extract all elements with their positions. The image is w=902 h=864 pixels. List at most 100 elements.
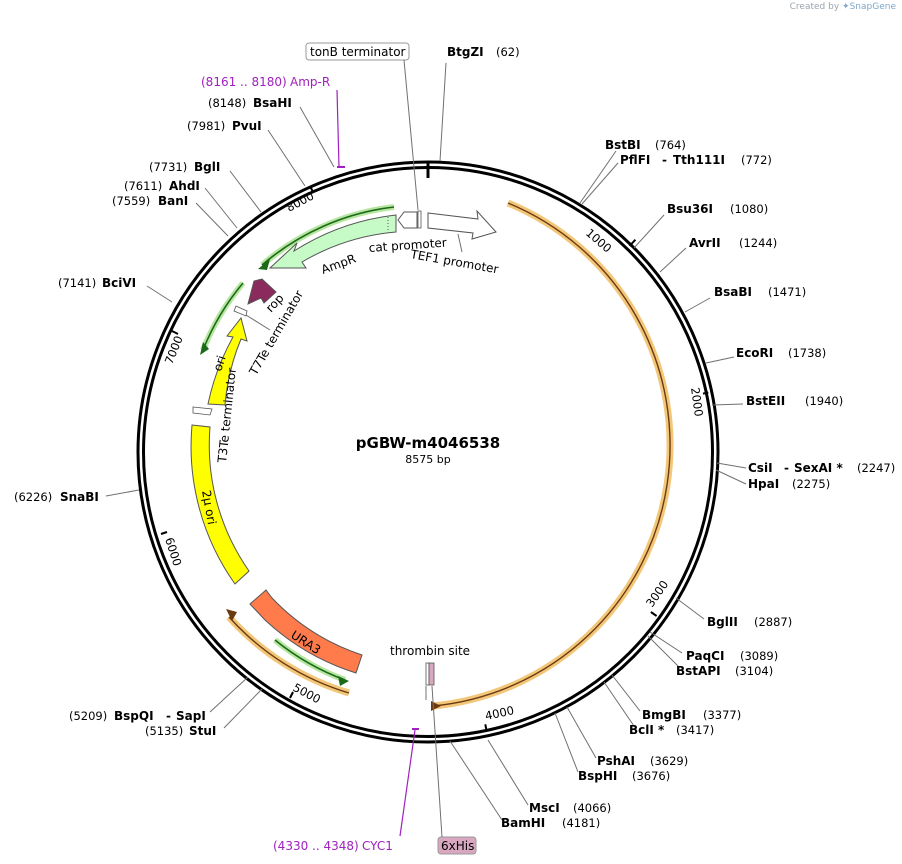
primer-cyc1-range: (4330 .. 4348) [273, 839, 359, 853]
site-pflfi-pos: (772) [741, 153, 772, 167]
orf-ura3-inner-arrow [273, 637, 349, 686]
site-pshai-name[interactable]: PshAI [597, 754, 635, 768]
feature-6xhis[interactable] [428, 662, 435, 686]
site-bgli-name[interactable]: BglI [194, 160, 220, 174]
site-stui-name[interactable]: StuI [189, 724, 216, 738]
site-bsu36i-pos: (1080) [730, 202, 768, 216]
site-sapi-name[interactable]: SapI [176, 709, 206, 723]
feature-ura3[interactable] [249, 589, 363, 674]
feature-thrombin-site[interactable] [425, 662, 430, 686]
feature-t3te-terminator[interactable] [192, 406, 213, 416]
site-ahdi-name[interactable]: AhdI [169, 179, 200, 193]
tonb-terminator-box [305, 42, 410, 61]
site-csii-pos: (2247) [857, 461, 895, 475]
site-bsu36i-name[interactable]: Bsu36I [667, 202, 713, 216]
site-bstbi-name[interactable]: BstBI [605, 138, 641, 152]
site-snabi-name[interactable]: SnaBI [60, 490, 99, 504]
site-hpai-name[interactable]: HpaI [748, 477, 779, 491]
site-pshai-pos: (3629) [650, 754, 688, 768]
orf-ura3-arrowhead [226, 609, 237, 621]
feature-2u-ori[interactable] [190, 424, 250, 585]
site-bani-pos: (7559) [112, 194, 150, 208]
tick-mark-1000 [628, 239, 637, 247]
site-pvui-name[interactable]: PvuI [232, 119, 262, 133]
tonb-terminator-label[interactable]: tonB terminator [310, 45, 406, 59]
label-ori: ori [211, 354, 229, 373]
site-bsahi-name[interactable]: BsaHI [253, 96, 292, 110]
his-label[interactable]: 6xHis [441, 839, 474, 853]
feature-ampr[interactable] [268, 214, 397, 269]
site-bsabi-name[interactable]: BsaBI [714, 285, 752, 299]
site-bamhi-pos: (4181) [562, 816, 600, 830]
site-bglii-pos: (2887) [754, 615, 792, 629]
site-bspqi-pos: (5209) [69, 709, 107, 723]
site-msci-name[interactable]: MscI [529, 801, 560, 815]
feature-tonb-terminator[interactable] [417, 210, 422, 229]
primer-cyc1-leader [399, 729, 416, 837]
site-bstbi-pos: (764) [655, 138, 686, 152]
site-bsphi-name[interactable]: BspHI [578, 769, 617, 783]
tick-label-4000: 4000 [484, 703, 516, 723]
site-bsteii-name[interactable]: BstEII [746, 394, 785, 408]
credit-brand: SnapGene [849, 2, 896, 12]
orf-ura3 [226, 609, 351, 697]
feature-tef1-promoter[interactable] [427, 209, 497, 240]
site-snabi-pos: (6226) [14, 490, 52, 504]
label-2u-ori: 2μ ori [199, 489, 219, 526]
site-bsabi-pos: (1471) [768, 285, 806, 299]
feature-rop[interactable] [247, 278, 277, 305]
tick-mark-8000 [309, 185, 314, 193]
tick-mark-3000 [650, 611, 658, 617]
site-bglii-name[interactable]: BglII [707, 615, 738, 629]
site-paqci-name[interactable]: PaqCI [686, 649, 724, 663]
orf-ampr-arrow [258, 204, 395, 270]
tick-mark-5000 [289, 691, 294, 699]
site-bcivi-name[interactable]: BciVI [102, 276, 136, 290]
site-ahdi-pos: (7611) [124, 179, 162, 193]
feature-cat-promoter[interactable] [397, 211, 418, 229]
primer-cyc1-name[interactable]: CYC1 [362, 839, 393, 853]
site-bspqi-name[interactable]: BspQI [114, 709, 154, 723]
site-pflfi-dash: - [662, 153, 667, 167]
site-bcli-name[interactable]: BclI * [629, 723, 665, 737]
tick-mark-2000 [702, 391, 709, 395]
site-bmgbi-name[interactable]: BmgBI [642, 708, 686, 722]
site-sexai-name[interactable]: SexAI * [794, 461, 843, 475]
leader-t7te [245, 314, 271, 331]
his-box [437, 836, 477, 855]
site-pflfi-name[interactable]: PflFI [620, 153, 650, 167]
site-paqci-pos: (3089) [740, 649, 778, 663]
site-bstapi-name[interactable]: BstAPI [676, 664, 721, 678]
label-tef1-promoter: TEF1 promoter [408, 247, 499, 276]
site-bani-name[interactable]: BanI [158, 194, 188, 208]
site-csii-name[interactable]: CsiI [748, 461, 773, 475]
site-bamhi-name[interactable]: BamHI [501, 816, 545, 830]
site-avrii-name[interactable]: AvrII [689, 236, 721, 250]
site-bcli-pos: (3417) [676, 723, 714, 737]
credit-prefix: Created by [789, 2, 840, 12]
plasmid-name: pGBW-m4046538 [356, 434, 500, 452]
site-pvui-pos: (7981) [187, 119, 225, 133]
site-msci-pos: (4066) [573, 801, 611, 815]
snapgene-credit: Created by ✦SnapGene [790, 2, 896, 12]
plasmid-size: 8575 bp [405, 453, 450, 466]
site-ecori-name[interactable]: EcoRI [736, 346, 773, 360]
site-bmgbi-pos: (3377) [703, 708, 741, 722]
feature-t7te-terminator[interactable] [233, 305, 248, 317]
primer-ampr-leader [336, 89, 340, 168]
leader-his [431, 685, 443, 838]
site-avrii-pos: (1244) [739, 236, 777, 250]
feature-ori[interactable] [207, 316, 248, 406]
site-btgzi-pos: (62) [496, 45, 520, 59]
site-bspqi-dash: - [166, 709, 171, 723]
primer-ampr-name[interactable]: Amp-R [290, 75, 330, 89]
site-bsahi-pos: (8148) [208, 96, 246, 110]
site-ecori-pos: (1738) [788, 346, 826, 360]
site-btgzi-name[interactable]: BtgZI [447, 45, 484, 59]
tick-mark-4000 [484, 724, 488, 731]
leader-tonb [403, 59, 419, 211]
site-bgli-pos: (7731) [149, 160, 187, 174]
site-tth111i-name[interactable]: Tth111I [673, 153, 725, 167]
site-csii-dash: - [784, 461, 789, 475]
